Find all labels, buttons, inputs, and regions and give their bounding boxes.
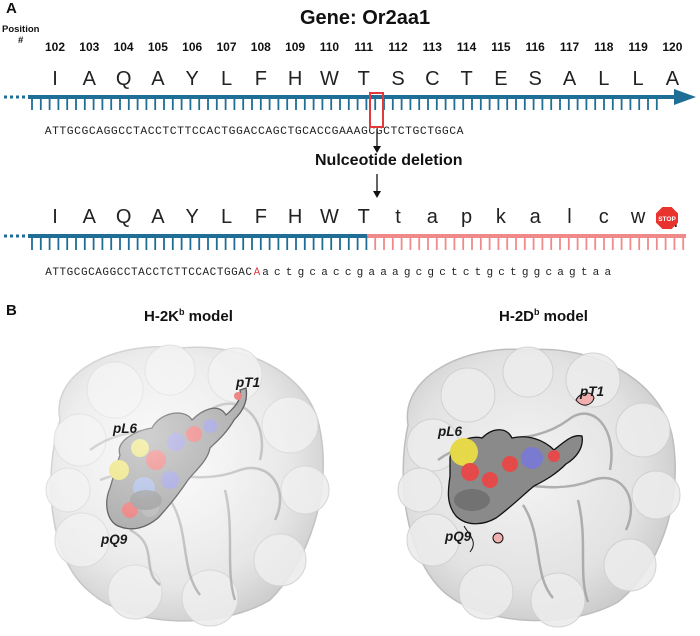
amino-acid: F	[254, 206, 267, 228]
amino-acid: T	[357, 206, 370, 228]
position-number: 114	[456, 40, 477, 54]
amino-acid: L	[632, 68, 644, 90]
panel-a-label: A	[6, 0, 17, 17]
mutant-amino-acid-row: IAQAYLFHWTtapkalcwq	[0, 206, 700, 230]
arrow-down-icon	[373, 129, 381, 153]
position-number: 118	[594, 40, 614, 54]
amino-acid: H	[287, 206, 303, 228]
wild-type-dna-strand	[4, 89, 696, 110]
amino-acid: a	[426, 206, 438, 228]
position-number: 119	[628, 40, 648, 54]
site-label-pl6-right: pL6	[438, 424, 463, 439]
amino-acid: t	[395, 206, 401, 228]
model-superscript: b	[179, 307, 185, 317]
amino-acid: Y	[185, 206, 199, 228]
amino-acid: p	[461, 206, 473, 228]
gene-title: Gene: Or2aa1	[300, 7, 431, 29]
deletion-label: Nulceotide deletion	[315, 152, 463, 169]
model-suffix: model	[539, 308, 588, 325]
stop-icon: STOP	[656, 207, 678, 229]
amino-acid: F	[254, 68, 267, 90]
mutant-seq-left: ATTGCGCAGGCCTACCTCTTCCACTGGAC	[45, 267, 253, 279]
amino-acid: l	[567, 206, 572, 228]
model-name: H-2K	[144, 308, 180, 325]
position-number: 106	[182, 40, 203, 54]
model-superscript: b	[534, 307, 540, 317]
position-label: Position #	[2, 24, 39, 46]
arrow-down-icon	[373, 174, 381, 198]
position-hash: #	[18, 35, 24, 46]
amino-acid: E	[494, 68, 508, 90]
amino-acid: L	[598, 68, 610, 90]
amino-acid: W	[319, 68, 339, 90]
amino-acid: A	[562, 68, 577, 90]
position-number: 108	[250, 40, 271, 54]
amino-acid: k	[495, 206, 506, 228]
amino-acid: a	[529, 206, 541, 228]
site-label-pq9-right: pQ9	[445, 529, 472, 544]
position-number: 110	[319, 40, 340, 54]
amino-acid: A	[665, 68, 680, 90]
amino-acid: A	[82, 68, 96, 90]
amino-acid: A	[151, 206, 165, 228]
position-number: 104	[113, 40, 134, 54]
wild-type-seq-left: ATTGCGCAGGCCTACCTCTTCCACTGGACCA	[44, 126, 273, 138]
position-number: 111	[354, 40, 374, 54]
amino-acid: w	[630, 206, 646, 228]
position-number: 107	[216, 40, 237, 54]
amino-acid: T	[460, 68, 473, 90]
position-number: 109	[285, 40, 306, 54]
site-label-pq9-left: pQ9	[101, 532, 128, 547]
position-numbers-row: 102 103 104 105 106 107 108 109 110 111 112 113 114 1…	[0, 40, 700, 56]
site-label-pl6-left: pL6	[113, 421, 138, 436]
position-number: 117	[559, 40, 580, 54]
model-name: H-2D	[499, 308, 535, 325]
amino-acid: A	[82, 206, 96, 228]
position-number: 105	[147, 40, 168, 54]
frameshift-nucleotide: A	[253, 267, 261, 279]
model-title-right: H-2Db model	[499, 307, 588, 325]
amino-acid: Y	[185, 68, 199, 90]
amino-acid: L	[220, 68, 233, 90]
protein-model-left	[20, 330, 340, 630]
position-number: 116	[525, 40, 545, 54]
stop-label: STOP	[658, 216, 676, 223]
position-word: Position	[2, 24, 40, 35]
amino-acid: C	[425, 68, 440, 90]
site-label-pt1-right: pT1	[580, 384, 605, 399]
amino-acid: W	[319, 206, 339, 228]
position-number: 112	[388, 40, 408, 54]
position-number: 102	[44, 40, 66, 54]
mutant-dna-strand	[4, 234, 686, 250]
position-number: 103	[79, 40, 100, 54]
amino-acid: I	[52, 68, 58, 90]
amino-acid: T	[357, 68, 370, 90]
amino-acid: c	[598, 206, 609, 228]
wild-type-seq-right: CTGCACCGAAAGCGCTCTGCTGGCA	[280, 126, 464, 138]
amino-acid: L	[220, 206, 233, 228]
amino-acid: Q	[115, 68, 132, 90]
deleted-nucleotide: G	[272, 126, 281, 138]
position-number: 115	[491, 40, 511, 54]
wild-type-sequence: ATTGCGCAGGCCTACCTCTTCCACTGGACCAGCTGCACCG…	[30, 114, 464, 138]
deletion-highlight-box	[369, 92, 384, 128]
model-title-left: H-2Kb model	[144, 307, 233, 325]
position-number: 113	[422, 40, 442, 54]
position-number: 120	[662, 40, 683, 54]
model-suffix: model	[184, 308, 233, 325]
mutant-seq-right: a c t g c a c c g a a a g c g c t c t g …	[262, 267, 611, 279]
amino-acid: H	[287, 68, 303, 90]
amino-acid: I	[52, 206, 58, 228]
protein-model-right	[397, 346, 681, 628]
arrow-right-icon	[674, 89, 696, 105]
panel-b-label: B	[6, 302, 17, 319]
amino-acid: S	[391, 68, 405, 90]
amino-acid: Q	[115, 206, 132, 228]
site-label-pt1-left: pT1	[236, 375, 261, 390]
amino-acid: S	[528, 68, 542, 90]
amino-acid: A	[151, 68, 165, 90]
